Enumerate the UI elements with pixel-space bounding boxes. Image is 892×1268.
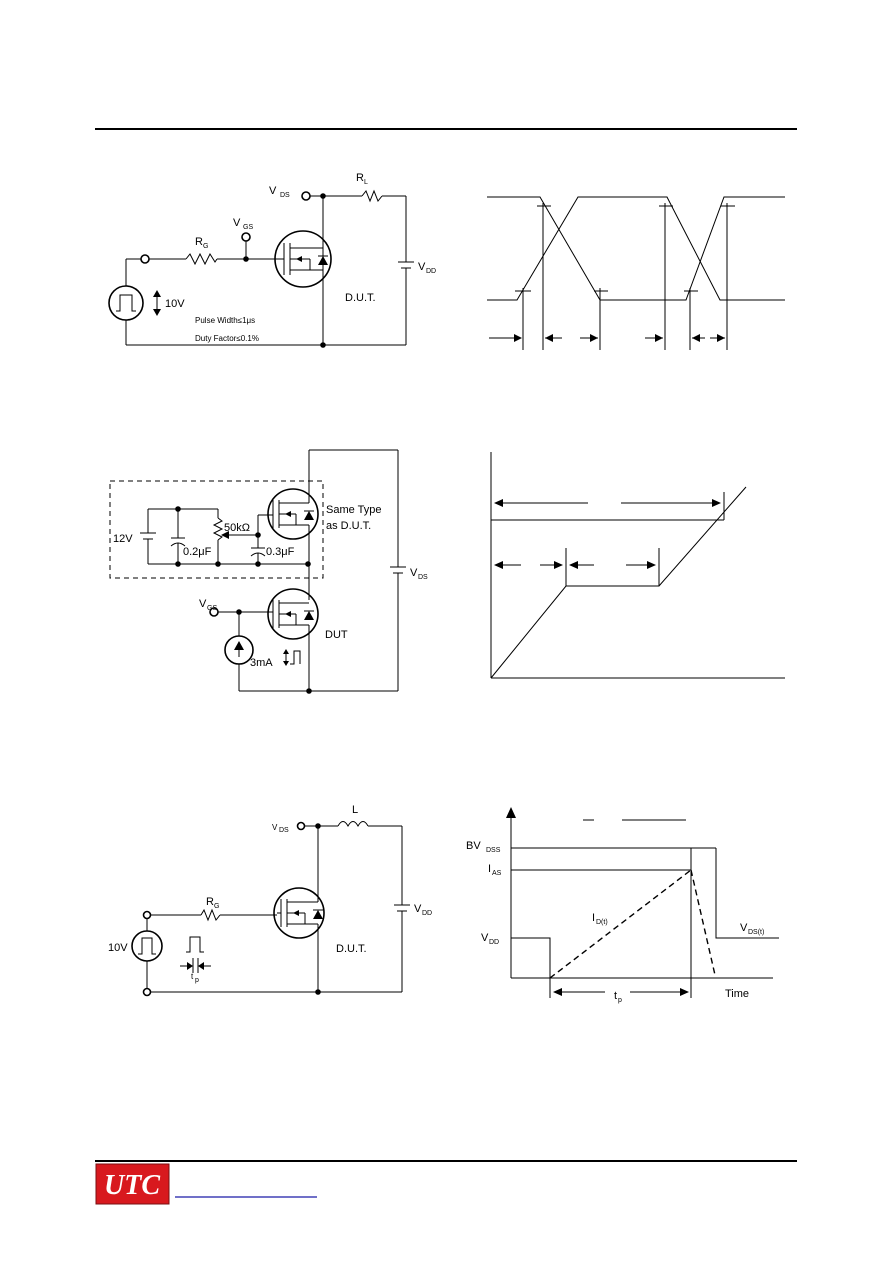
sw-vds-label: V	[269, 185, 277, 197]
sw-rl-label: R	[356, 172, 364, 184]
aw-tp-sub: p	[618, 997, 622, 1004]
gate-charge-waveform	[490, 452, 785, 679]
gc-same-type-1: Same Type	[326, 504, 381, 516]
sw-vdd-label: V	[418, 261, 426, 273]
av-dut-label: D.U.T.	[336, 943, 367, 955]
switching-waveforms	[487, 196, 785, 350]
aw-vdd-label: V	[481, 932, 489, 944]
av-tp-sub: p	[195, 977, 199, 984]
av-vds-sub: DS	[279, 827, 289, 834]
sw-dut-label: D.U.T.	[345, 292, 376, 304]
avalanche-waveform: BV DSS I AS I D(t) V DD V DS(t) t p Time	[466, 807, 779, 1004]
sw-vdd-sub: DD	[426, 268, 436, 275]
sw-rg-label: R	[195, 236, 203, 248]
av-tp-label: t	[191, 972, 194, 981]
sw-vgs-sub: GS	[243, 224, 253, 231]
aw-tp-label: t	[614, 990, 617, 1002]
utc-logo: UTC	[95, 1163, 170, 1205]
av-l-label: L	[352, 804, 358, 816]
aw-vdst-sub: DS(t)	[748, 929, 764, 936]
aw-time-label: Time	[725, 988, 749, 1000]
avalanche-test-circuit: V DS L R G V DD 10V D.U.T. t p	[108, 804, 432, 997]
aw-id-sub: D(t)	[596, 919, 608, 926]
sw-duty-factor: Duty Factor≤0.1%	[195, 334, 259, 343]
sw-vds-sub: DS	[280, 192, 290, 199]
av-vdd-label: V	[414, 903, 422, 915]
aw-vdd-sub: DD	[489, 939, 499, 946]
aw-ias-sub: AS	[492, 870, 502, 877]
av-rg-label: R	[206, 896, 214, 908]
gc-vds-label: V	[410, 567, 418, 579]
aw-bvdss-sub: DSS	[486, 847, 501, 854]
sw-rg-sub: G	[203, 243, 208, 250]
gc-vgs-label: V	[199, 598, 207, 610]
gc-vgs-sub: GS	[207, 605, 217, 612]
gc-pot: 50kΩ	[224, 522, 250, 534]
gc-dut: DUT	[325, 629, 348, 641]
av-rg-sub: G	[214, 903, 219, 910]
utc-logo-text: UTC	[104, 1170, 160, 1201]
aw-vdst-label: V	[740, 922, 748, 934]
gc-12v: 12V	[113, 533, 133, 545]
sw-pulse-amp: 10V	[165, 298, 185, 310]
aw-ias-label: I	[488, 863, 491, 875]
gc-c1: 0.2μF	[183, 546, 212, 558]
aw-id-label: I	[592, 912, 595, 924]
gc-c2: 0.3μF	[266, 546, 295, 558]
switching-test-circuit: V DS R L V GS R G V DD 10V D.U.T. Pulse …	[108, 172, 436, 348]
aw-bvdss-label: BV	[466, 840, 481, 852]
gc-vds-sub: DS	[418, 574, 428, 581]
av-vdd-sub: DD	[422, 910, 432, 917]
av-vds-label: V	[272, 823, 278, 832]
av-pulse-amp: 10V	[108, 942, 128, 954]
gate-charge-test-circuit: 12V 0.2μF 50kΩ 0.3μF Same Type as D.U.T.…	[109, 449, 428, 694]
sw-rl-sub: L	[364, 179, 368, 186]
sw-vgs-label: V	[233, 217, 241, 229]
gc-current: 3mA	[250, 657, 273, 669]
gc-same-type-2: as D.U.T.	[326, 520, 371, 532]
sw-pulse-width: Pulse Width≤1μs	[195, 316, 255, 325]
